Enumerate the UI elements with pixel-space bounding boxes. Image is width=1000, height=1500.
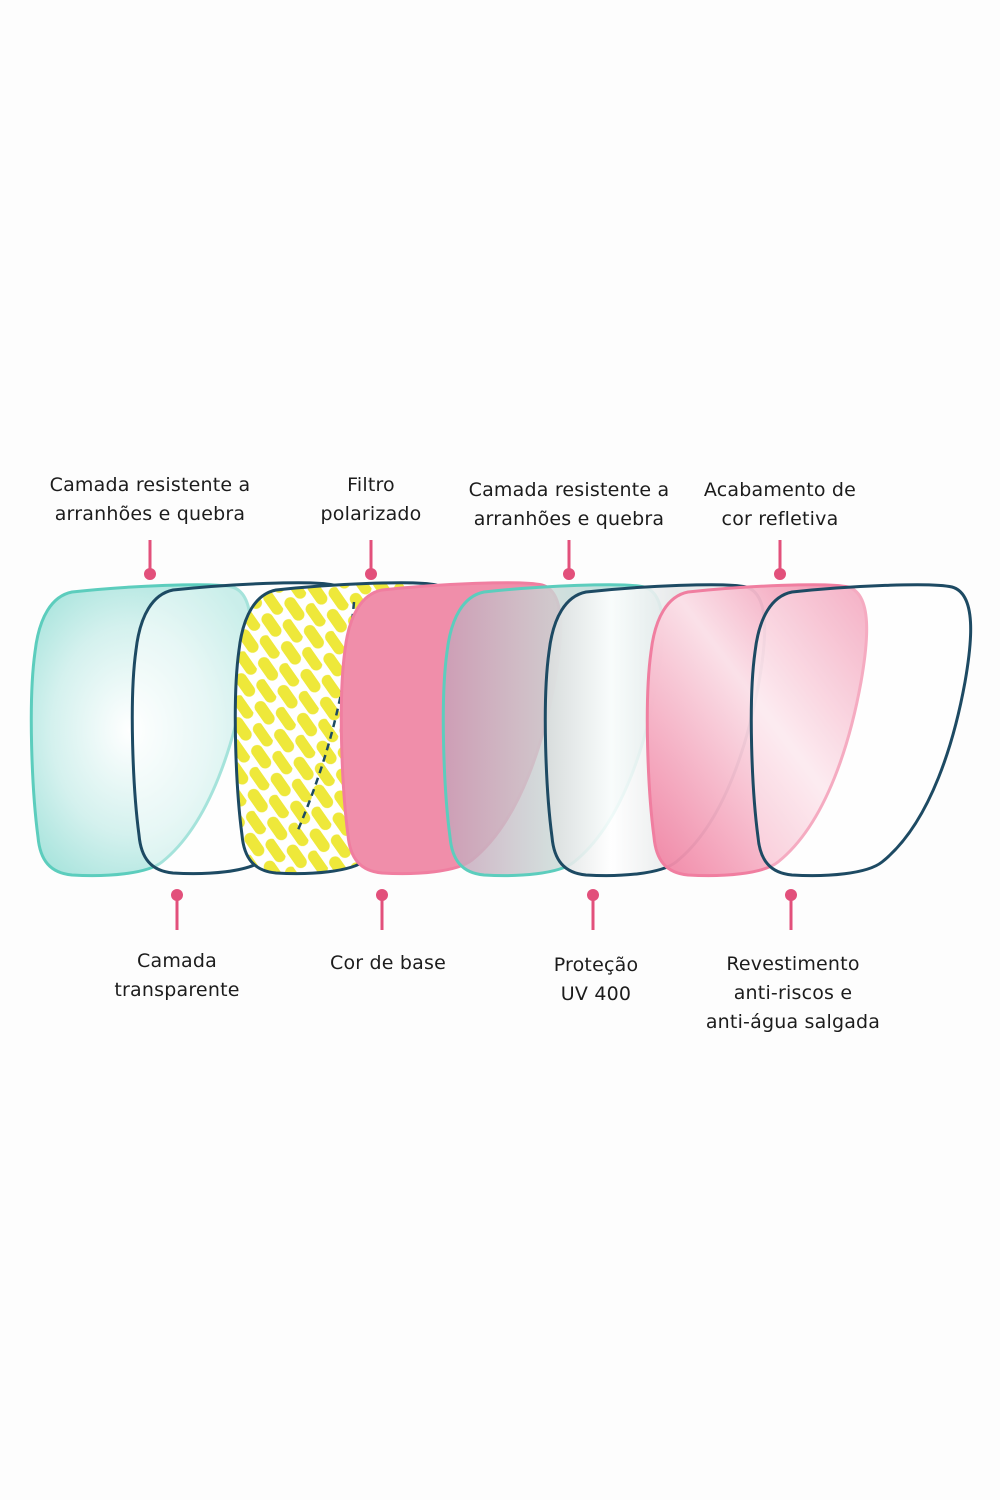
label-scratch-resistant-layer: Camada resistente a arranhões e quebra (49, 474, 251, 525)
label-base-color: Cor de base (329, 952, 447, 974)
label-anti-scratch-salt-water-coating: Revestimento anti-riscos e anti-água sal… (705, 953, 881, 1033)
label-transparent-layer: Camada transparente (114, 950, 240, 1001)
pointer-bottom-3 (587, 889, 599, 930)
lens-layer-anti-scratch (749, 583, 973, 878)
label-scratch-resistant-layer-2: Camada resistente a arranhões e quebra (468, 479, 670, 530)
pointer-top-2 (365, 540, 377, 580)
label-reflective-color-finish: Acabamento de cor refletiva (703, 479, 857, 530)
pointer-top-3 (563, 540, 575, 580)
label-uv400-protection: Proteção UV 400 (553, 954, 639, 1005)
pointer-bottom-4 (785, 889, 797, 930)
pointer-top-4 (774, 540, 786, 580)
pointer-bottom-1 (171, 889, 183, 930)
pointer-top-1 (144, 540, 156, 580)
label-polarized-filter: Filtro polarizado (320, 474, 422, 525)
pointer-bottom-2 (376, 889, 388, 930)
